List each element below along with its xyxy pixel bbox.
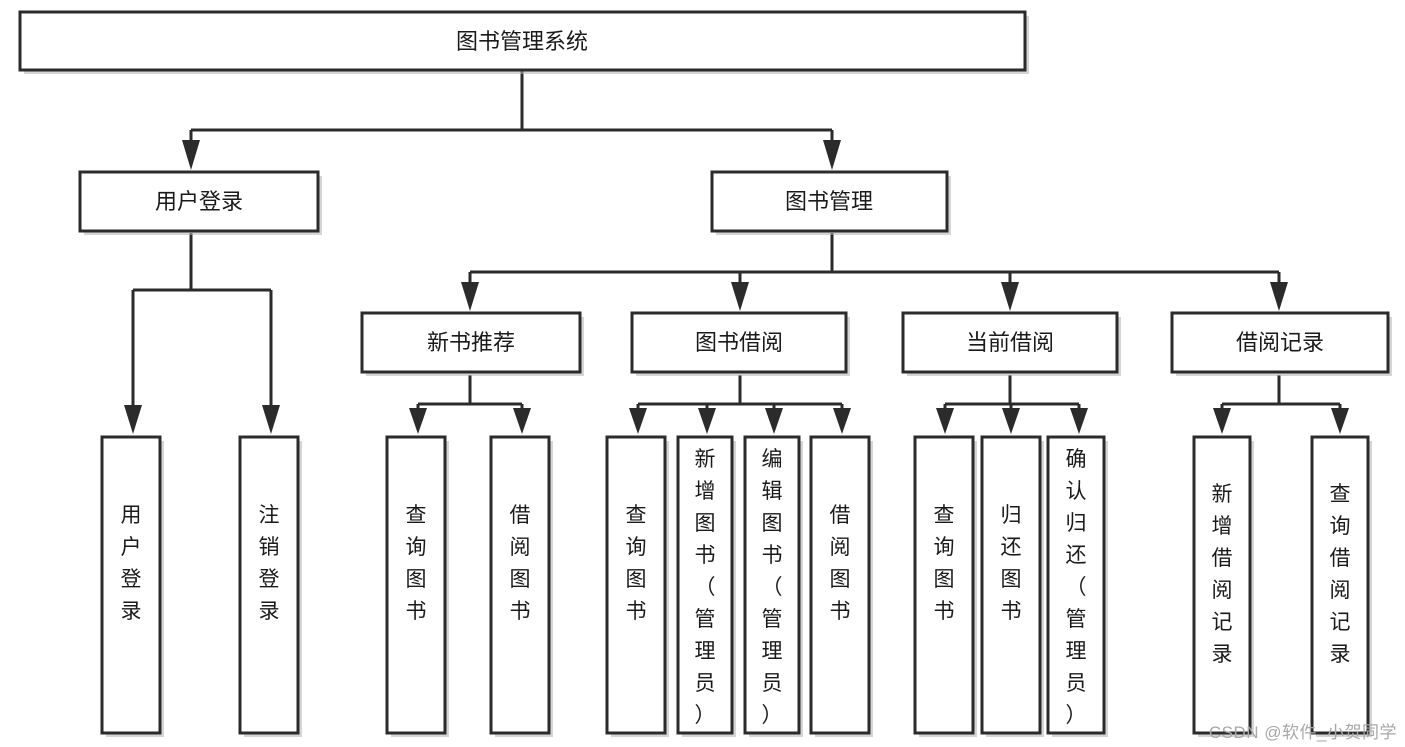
arrow-head-borrow-record	[1270, 282, 1288, 311]
leaf-add-record[interactable]: 新增借阅记录	[1192, 435, 1254, 737]
arrow-head-book-manage	[823, 140, 841, 170]
leaf-return-book-label: 归还图书	[1001, 504, 1022, 623]
leaf-query-book-1[interactable]: 查询图书	[385, 435, 449, 737]
leaf-query-book-2[interactable]: 查询图书	[605, 435, 669, 737]
node-book-borrow-rect[interactable]	[630, 311, 848, 374]
leaf-query-book-1-rect[interactable]	[385, 435, 447, 735]
leaf-logout-login-label: 注销登录	[259, 504, 280, 623]
leaf-user-login[interactable]: 用户登录	[100, 435, 164, 737]
leaf-user-login-rect[interactable]	[100, 435, 162, 735]
leaf-query-book-3-label: 查询图书	[934, 504, 955, 623]
leaf-borrow-book-2[interactable]: 借阅图书	[809, 435, 873, 737]
leaf-confirm-return-rect[interactable]	[1046, 435, 1106, 735]
arrow-head-new-book-recommend	[461, 282, 479, 311]
leaf-confirm-return-label: 确认归还（管理员）	[1066, 448, 1087, 727]
arrow-head-leaf-confirm-return	[1070, 408, 1088, 434]
connector-layer	[124, 71, 1349, 434]
leaf-add-record-label: 新增借阅记录	[1212, 483, 1233, 666]
leaf-borrow-book-1-rect[interactable]	[489, 435, 551, 735]
leaf-logout-login-rect[interactable]	[238, 435, 300, 735]
arrow-head-leaf-edit-book	[765, 408, 783, 434]
node-user-login-label: 用户登录	[155, 189, 243, 214]
arrow-head-leaf-query-book-1	[409, 408, 427, 434]
node-book-manage[interactable]: 图书管理	[710, 170, 951, 235]
leaf-query-record[interactable]: 查询借阅记录	[1310, 435, 1372, 737]
node-borrow-record-label: 借阅记录	[1236, 330, 1324, 355]
node-user-login[interactable]: 用户登录	[78, 170, 322, 235]
leaf-query-book-3[interactable]: 查询图书	[913, 435, 977, 737]
arrow-head-user-login	[182, 140, 200, 170]
node-new-book-recommend-label: 新书推荐	[427, 330, 515, 355]
arrow-head-leaf-logout-login	[262, 405, 280, 434]
arrow-head-leaf-query-book-2	[629, 408, 647, 434]
node-root[interactable]: 图书管理系统	[18, 10, 1029, 74]
leaf-borrow-book-1[interactable]: 借阅图书	[489, 435, 553, 737]
leaf-borrow-book-2-rect[interactable]	[809, 435, 871, 735]
leaf-query-book-2-rect[interactable]	[605, 435, 667, 735]
node-root-rect[interactable]	[18, 10, 1027, 72]
leaf-edit-book-label: 编辑图书（管理员）	[762, 448, 783, 727]
leaf-return-book-rect[interactable]	[980, 435, 1042, 735]
leaf-add-record-rect[interactable]	[1192, 435, 1252, 735]
leaf-borrow-book-1-label: 借阅图书	[510, 504, 531, 623]
node-new-book-recommend-rect[interactable]	[360, 311, 582, 374]
node-book-borrow-label: 图书借阅	[695, 330, 783, 355]
arrow-head-leaf-add-record	[1213, 408, 1231, 434]
arrow-head-leaf-return-book	[1002, 408, 1020, 434]
leaf-query-book-1-label: 查询图书	[406, 504, 427, 623]
arrow-head-leaf-user-login	[124, 405, 142, 434]
leaf-query-record-label: 查询借阅记录	[1330, 483, 1351, 666]
leaf-edit-book[interactable]: 编辑图书（管理员）	[743, 435, 803, 737]
arrow-head-leaf-query-record	[1331, 408, 1349, 434]
leaf-query-record-rect[interactable]	[1310, 435, 1370, 735]
arrow-head-leaf-borrow-book-1	[513, 408, 531, 434]
node-current-borrow-label: 当前借阅	[966, 330, 1054, 355]
node-new-book-recommend[interactable]: 新书推荐	[360, 311, 584, 376]
arrow-head-leaf-borrow-book-2	[833, 408, 851, 434]
arrow-head-current-borrow	[1001, 282, 1019, 311]
node-borrow-record[interactable]: 借阅记录	[1170, 311, 1392, 376]
leaf-borrow-book-2-label: 借阅图书	[830, 504, 851, 623]
arrow-head-leaf-add-book	[698, 408, 716, 434]
leaf-query-book-2-label: 查询图书	[626, 504, 647, 623]
leaf-add-book[interactable]: 新增图书（管理员）	[676, 435, 736, 737]
node-current-borrow-rect[interactable]	[901, 311, 1119, 374]
leaf-user-login-label: 用户登录	[121, 504, 142, 623]
leaf-confirm-return[interactable]: 确认归还（管理员）	[1046, 435, 1108, 737]
node-user-login-rect[interactable]	[78, 170, 320, 233]
node-book-manage-rect[interactable]	[710, 170, 949, 233]
node-current-borrow[interactable]: 当前借阅	[901, 311, 1121, 376]
node-book-borrow[interactable]: 图书借阅	[630, 311, 850, 376]
arrow-head-book-borrow	[731, 282, 749, 311]
leaf-return-book[interactable]: 归还图书	[980, 435, 1044, 737]
leaf-add-book-label: 新增图书（管理员）	[695, 448, 716, 727]
node-borrow-record-rect[interactable]	[1170, 311, 1390, 374]
leaf-query-book-3-rect[interactable]	[913, 435, 975, 735]
leaf-add-book-rect[interactable]	[676, 435, 734, 735]
leaf-edit-book-rect[interactable]	[743, 435, 801, 735]
node-root-label: 图书管理系统	[456, 29, 588, 54]
leaf-logout-login[interactable]: 注销登录	[238, 435, 302, 737]
node-book-manage-label: 图书管理	[785, 189, 873, 214]
arrow-head-leaf-query-book-3	[936, 408, 954, 434]
